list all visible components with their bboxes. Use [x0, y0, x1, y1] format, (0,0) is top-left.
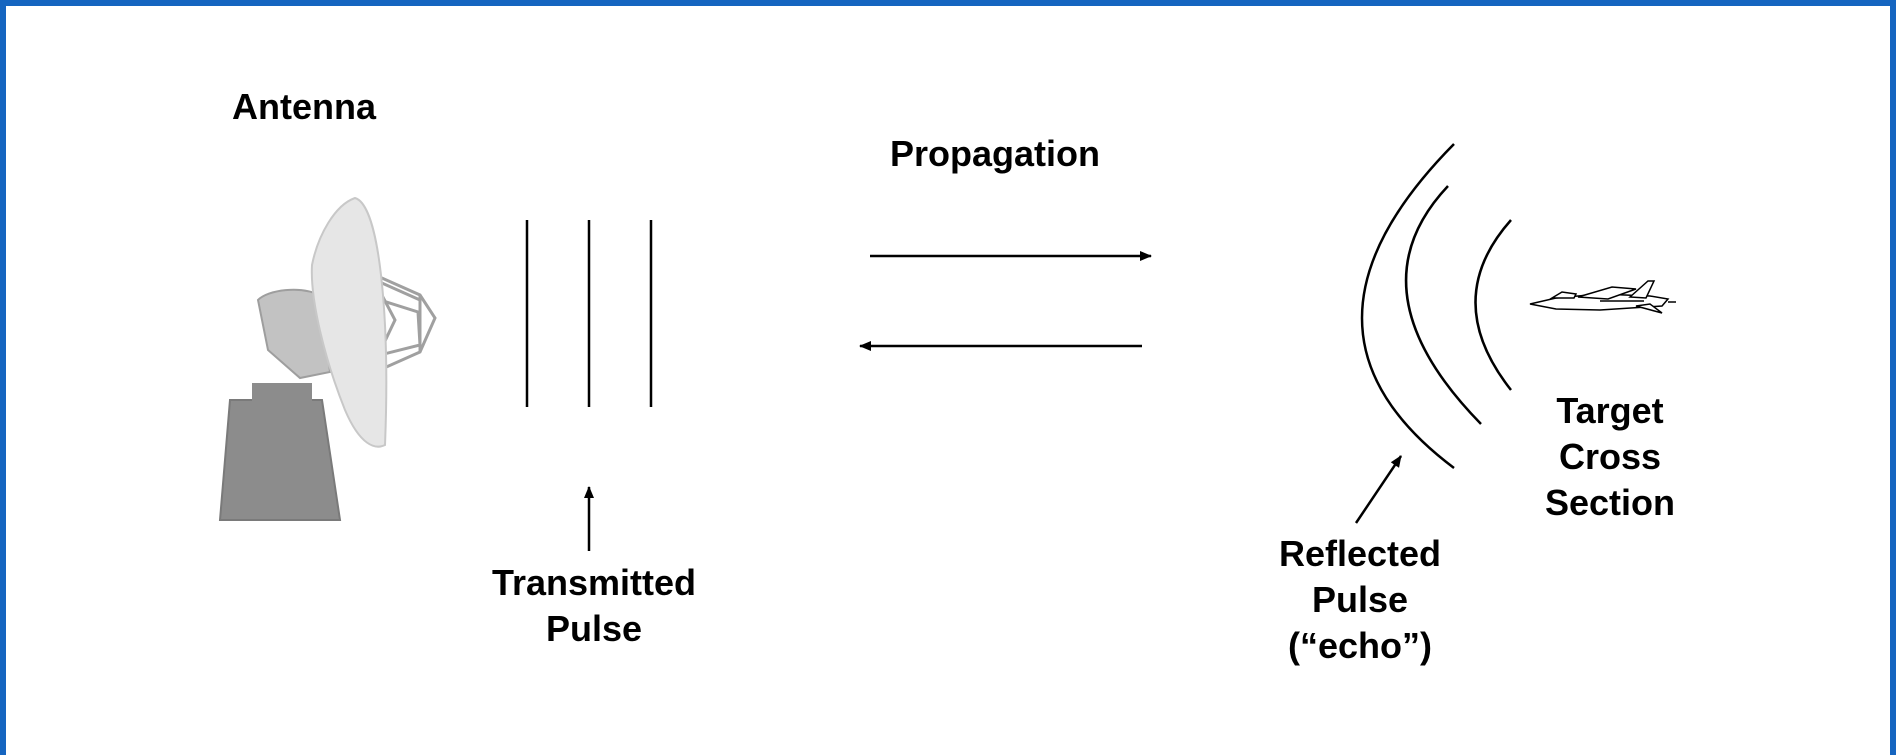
antenna-turret — [252, 383, 312, 405]
echo-arc — [1360, 143, 1455, 469]
antenna-label: Antenna — [232, 86, 376, 127]
transmitted-pulse-lines — [525, 220, 653, 407]
transmitted-label-line1: Transmitted — [491, 562, 697, 603]
radar-dish-icon — [218, 196, 437, 521]
jet-tail — [1628, 280, 1656, 299]
jet-canopy — [1549, 291, 1578, 299]
target-label-line3: Section — [1544, 482, 1676, 523]
propagation-label: Propagation — [890, 133, 1101, 174]
echo-arc — [1474, 219, 1512, 391]
target-label-line2: Cross — [1558, 436, 1662, 477]
antenna-mount — [256, 288, 332, 380]
transmitted-pulse-label: Transmitted Pulse — [474, 560, 714, 652]
reflected-label-line3: (“echo”) — [1288, 625, 1432, 666]
antenna-dish — [310, 196, 388, 448]
antenna-pedestal — [218, 399, 342, 521]
target-cross-section-label: Target Cross Section — [1510, 388, 1710, 526]
reflected-label-line1: Reflected — [1278, 533, 1442, 574]
reflected-pulse-label: Reflected Pulse (“echo”) — [1250, 531, 1470, 669]
reflected-label-line2: Pulse — [1311, 579, 1409, 620]
target-label-line1: Target — [1556, 390, 1664, 431]
reflected-echo-arcs — [1360, 143, 1512, 469]
reflected-pointer-arrow — [1354, 455, 1403, 524]
transmitted-label-line2: Pulse — [545, 608, 643, 649]
fighter-jet-icon — [1529, 280, 1676, 314]
echo-arc — [1404, 185, 1482, 425]
jet-stabilizer — [1635, 303, 1663, 314]
antenna-struts — [373, 273, 437, 374]
jet-wing — [1577, 286, 1637, 300]
